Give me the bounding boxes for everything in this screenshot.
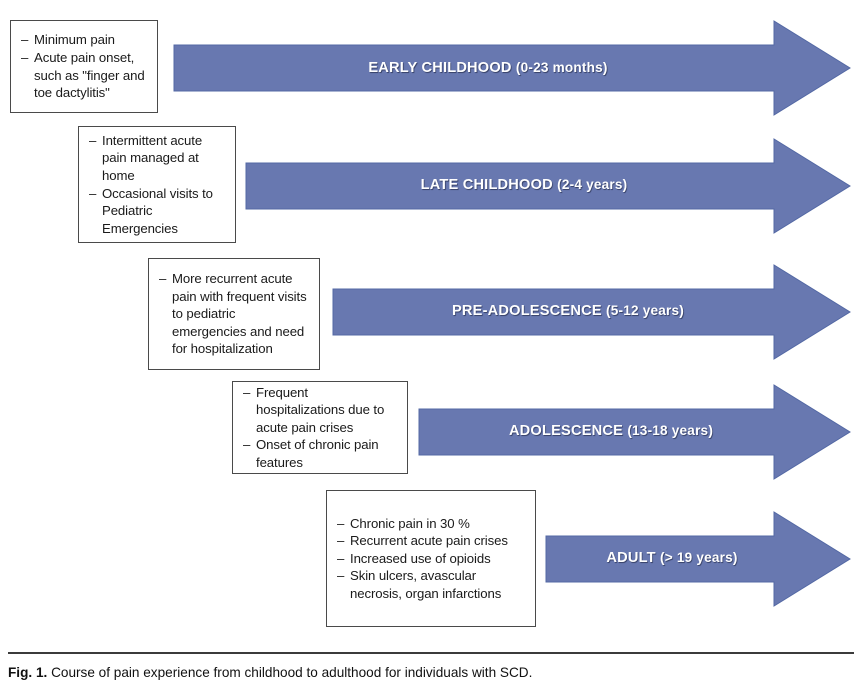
list-item: Acute pain onset, such as "finger and to… xyxy=(21,49,148,102)
arrow-pre-adolescence xyxy=(332,264,852,360)
arrow-adult xyxy=(545,511,852,607)
stage-label-range: (13-18 years) xyxy=(627,423,714,438)
list-item: Minimum pain xyxy=(21,31,148,49)
arrow-late-childhood xyxy=(245,138,852,234)
arrow-label-adolescence: ADOLESCENCE (13-18 years) xyxy=(509,423,713,439)
callout-early-childhood: Minimum pain Acute pain onset, such as "… xyxy=(10,20,158,113)
list-item: Occasional visits to Pediatric Emergenci… xyxy=(89,185,226,238)
callout-list: More recurrent acute pain with frequent … xyxy=(159,270,310,358)
stage-label-main: ADOLESCENCE xyxy=(508,423,624,439)
callout-list: Minimum pain Acute pain onset, such as "… xyxy=(21,31,148,101)
arrow-label-adult: ADULT (> 19 years) xyxy=(606,550,737,566)
list-item: Chronic pain in 30 % xyxy=(337,515,526,533)
callout-late-childhood: Intermittent acute pain managed at home … xyxy=(78,126,236,243)
list-item: Recurrent acute pain crises xyxy=(337,532,526,550)
callout-list: Chronic pain in 30 % Recurrent acute pai… xyxy=(337,515,526,603)
caption-divider xyxy=(8,652,854,654)
arrow-adolescence xyxy=(418,384,852,480)
stage-label-range: (> 19 years) xyxy=(660,550,738,565)
list-item: Onset of chronic pain features xyxy=(243,436,398,471)
stage-label-range: (5-12 years) xyxy=(606,303,684,318)
list-item: Intermittent acute pain managed at home xyxy=(89,132,226,185)
list-item: Frequent hospitalizations due to acute p… xyxy=(243,384,398,437)
callout-adolescence: Frequent hospitalizations due to acute p… xyxy=(232,381,408,474)
arrow-early-childhood xyxy=(173,20,852,116)
arrow-label-pre-adolescence: PRE-ADOLESCENCE (5-12 years) xyxy=(452,303,684,319)
callout-pre-adolescence: More recurrent acute pain with frequent … xyxy=(148,258,320,370)
callout-list: Intermittent acute pain managed at home … xyxy=(89,132,226,238)
arrow-label-late-childhood: LATE CHILDHOOD (2-4 years) xyxy=(421,177,628,193)
callout-adult: Chronic pain in 30 % Recurrent acute pai… xyxy=(326,490,536,627)
callout-list: Frequent hospitalizations due to acute p… xyxy=(243,384,398,472)
stage-label-range: (0-23 months) xyxy=(515,60,608,75)
arrow-label-early-childhood: EARLY CHILDHOOD (0-23 months) xyxy=(368,60,607,76)
stage-label-main: EARLY CHILDHOOD xyxy=(368,60,512,76)
list-item: More recurrent acute pain with frequent … xyxy=(159,270,310,358)
list-item: Increased use of opioids xyxy=(337,550,526,568)
list-item: Skin ulcers, avascular necrosis, organ i… xyxy=(337,567,526,602)
figure-caption-text: Course of pain experience from childhood… xyxy=(51,665,533,680)
figure-caption: Fig. 1. Course of pain experience from c… xyxy=(8,663,854,682)
stage-label-main: LATE CHILDHOOD xyxy=(420,177,553,193)
figure-number: Fig. 1. xyxy=(8,665,48,680)
stage-label-main: ADULT xyxy=(606,550,656,566)
pain-course-diagram: EARLY CHILDHOOD (0-23 months) Minimum pa… xyxy=(0,0,862,640)
stage-label-main: PRE-ADOLESCENCE xyxy=(452,303,602,319)
stage-label-range: (2-4 years) xyxy=(557,177,628,192)
